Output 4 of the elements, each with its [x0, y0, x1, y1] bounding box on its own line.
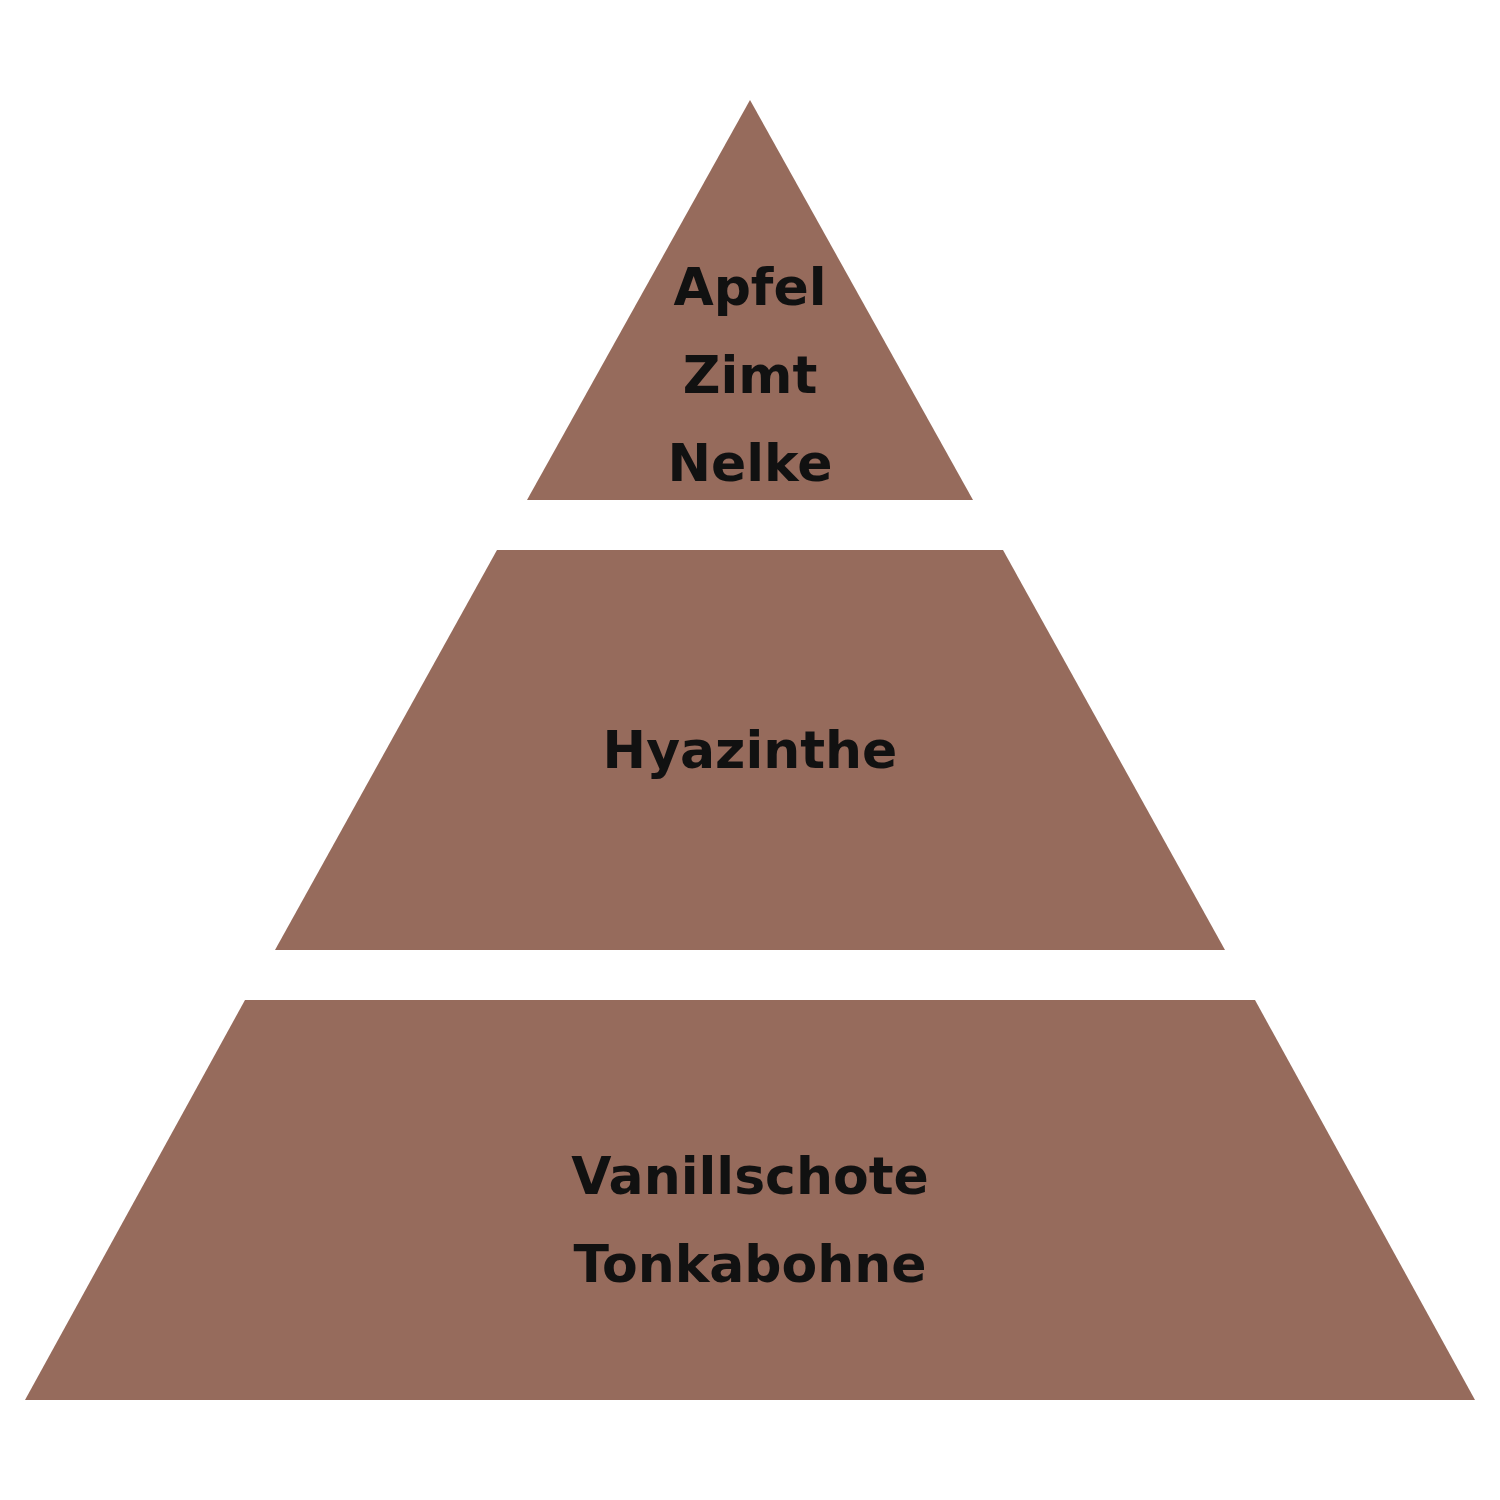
tier-label: Zimt	[682, 349, 818, 401]
tier-label: Tonkabohne	[573, 1238, 927, 1290]
tier-label: Nelke	[667, 437, 833, 489]
tier-label: Vanillschote	[571, 1150, 929, 1202]
